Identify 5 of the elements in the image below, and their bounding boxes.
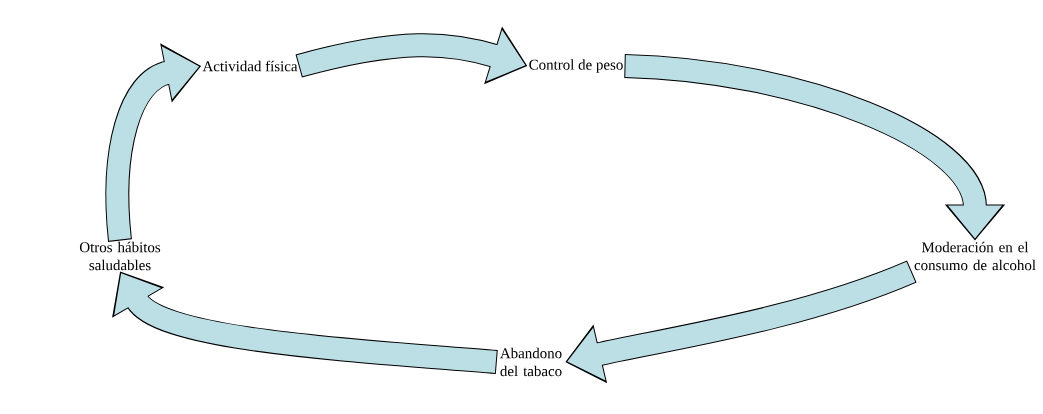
step-label: Control de peso xyxy=(529,59,623,73)
step-label: Actividad física xyxy=(202,60,298,72)
step-label: Otros hábitos saludables xyxy=(79,241,161,271)
step-label: Abandono del tabaco xyxy=(500,347,562,377)
step-label: Moderación en el consumo de alcohol xyxy=(914,241,1036,271)
